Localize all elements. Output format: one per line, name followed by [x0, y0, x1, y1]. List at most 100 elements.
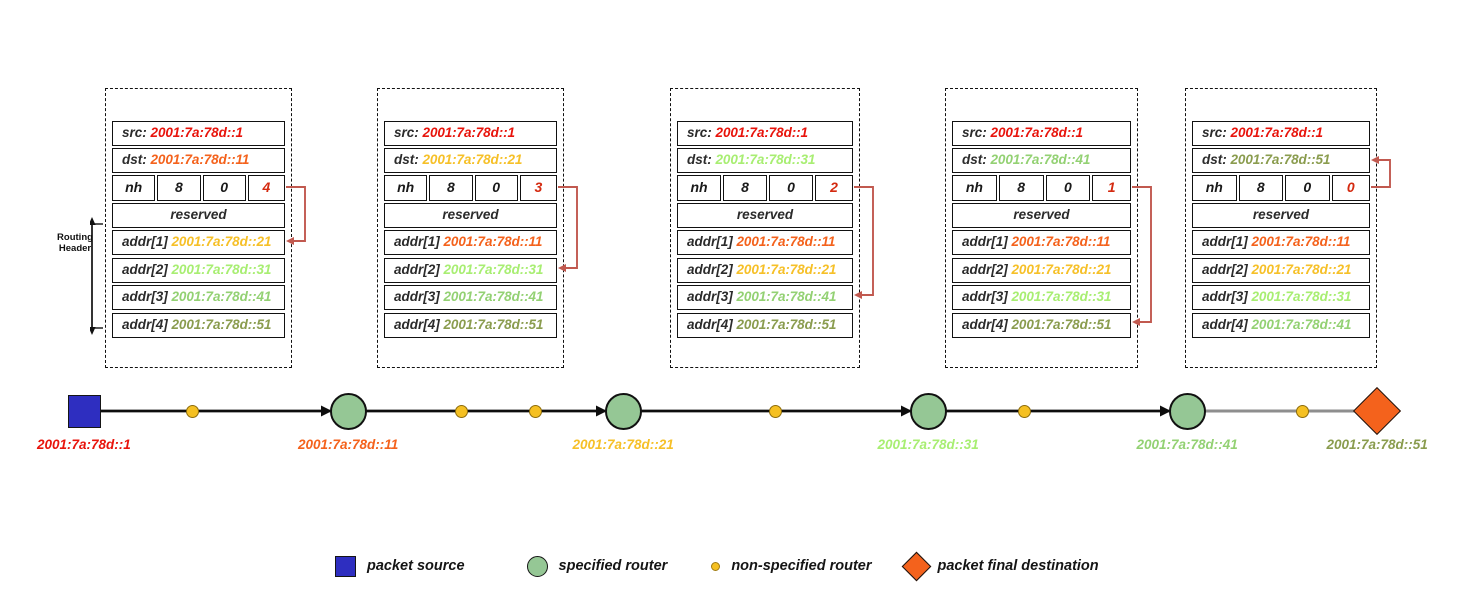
hop-arrowhead-1 [321, 405, 332, 417]
addr-field-1-2-value: 2001:7a:78d::31 [171, 261, 272, 277]
hdr-ext-len-field-1: 8 [157, 175, 201, 201]
addr-field-4-1: addr[1] 2001:7a:78d::11 [952, 230, 1131, 255]
addr-field-2-1-label: addr[1] [394, 234, 444, 249]
legend-item-square: packet source [335, 555, 465, 577]
addr-field-5-2-value: 2001:7a:78d::21 [1251, 261, 1352, 277]
legend-square-icon [335, 555, 356, 577]
src-field-3-label: src: [687, 125, 716, 140]
addr-field-4-2-value: 2001:7a:78d::21 [1011, 261, 1112, 277]
dst-field-1-value: 2001:7a:78d::11 [150, 152, 250, 167]
hdr-ext-len-field-3: 8 [723, 175, 767, 201]
addr-field-2-2: addr[2] 2001:7a:78d::31 [384, 257, 557, 283]
addr-field-5-1-value: 2001:7a:78d::11 [1251, 234, 1351, 249]
dst-field-3: dst: 2001:7a:78d::31 [677, 148, 853, 173]
addr-field-5-2-label: addr[2] [1202, 261, 1252, 277]
hop-arrowhead-3 [901, 405, 912, 417]
node-specified-router-2001:7a:78d::41 [1168, 392, 1206, 430]
src-field-5-label: src: [1202, 125, 1231, 140]
src-field-4-value: 2001:7a:78d::1 [990, 125, 1084, 140]
hop-arrowhead-4 [1160, 405, 1171, 417]
dst-field-5: dst: 2001:7a:78d::51 [1192, 148, 1370, 173]
src-field-1-label: src: [122, 125, 151, 140]
routing-header-label-line2: Header [58, 243, 92, 254]
src-field-1-value: 2001:7a:78d::1 [150, 125, 244, 140]
addr-field-1-1-label: addr[1] [122, 234, 172, 249]
routing-header-label-line1: Routing [57, 232, 93, 243]
addr-field-3-1-label: addr[1] [687, 234, 737, 249]
hop-arrowhead-2 [596, 405, 607, 417]
addr-field-1-4-label: addr[4] [122, 316, 172, 332]
addr-field-1-3: addr[3] 2001:7a:78d::41 [112, 285, 285, 310]
src-field-2-value: 2001:7a:78d::1 [422, 125, 516, 140]
dst-field-4-value: 2001:7a:78d::41 [990, 152, 1091, 167]
legend-label-circle: specified router [558, 558, 668, 574]
dst-field-5-label: dst: [1202, 152, 1231, 167]
addr-field-5-3-value: 2001:7a:78d::31 [1251, 289, 1352, 304]
addr-field-4-2: addr[2] 2001:7a:78d::21 [952, 257, 1131, 283]
addr-field-2-4-value: 2001:7a:78d::51 [443, 316, 544, 332]
dst-field-3-value: 2001:7a:78d::31 [715, 152, 816, 167]
addr-field-4-3-value: 2001:7a:78d::31 [1011, 289, 1112, 304]
src-field-5: src: 2001:7a:78d::1 [1192, 121, 1370, 146]
addr-field-1-2-label: addr[2] [122, 261, 172, 277]
addr-field-2-1-value: 2001:7a:78d::11 [443, 234, 543, 249]
addr-field-1-3-label: addr[3] [122, 289, 172, 304]
legend-circle-icon [526, 555, 548, 577]
src-field-4-label: src: [962, 125, 991, 140]
addr-field-2-3-value: 2001:7a:78d::41 [443, 289, 544, 304]
legend-label-small-circle: non-specified router [731, 558, 872, 574]
nh-field-5: nh [1192, 175, 1237, 201]
addr-field-5-1: addr[1] 2001:7a:78d::11 [1192, 230, 1370, 255]
dst-field-4: dst: 2001:7a:78d::41 [952, 148, 1131, 173]
addr-field-2-2-label: addr[2] [394, 261, 444, 277]
addr-field-3-2-value: 2001:7a:78d::21 [736, 261, 837, 277]
reserved-field-3: reserved [677, 203, 853, 228]
segments-left-field-1: 4 [247, 175, 285, 201]
addr-field-4-4-label: addr[4] [962, 316, 1012, 332]
legend-diamond-icon [901, 551, 931, 581]
nh-field-4: nh [952, 175, 997, 201]
hdr-ext-len-field-5: 8 [1238, 175, 1283, 201]
segments-left-field-2: 3 [519, 175, 557, 201]
node-label-2001:7a:78d::41: 2001:7a:78d::41 [1136, 437, 1238, 452]
dst-field-2: dst: 2001:7a:78d::21 [384, 148, 557, 173]
nh-field-1: nh [112, 175, 156, 201]
segments-left-field-5: 0 [1331, 175, 1370, 201]
addr-field-3-1-value: 2001:7a:78d::11 [736, 234, 836, 249]
addr-field-3-4: addr[4] 2001:7a:78d::51 [677, 312, 853, 338]
addr-field-3-2-label: addr[2] [687, 261, 737, 277]
routing-type-field-1: 0 [202, 175, 246, 201]
src-field-1: src: 2001:7a:78d::1 [112, 121, 285, 146]
legend-small-circle-icon [711, 561, 721, 571]
dst-field-1-label: dst: [122, 152, 151, 167]
addr-field-1-3-value: 2001:7a:78d::41 [171, 289, 272, 304]
node-specified-router-2001:7a:78d::31 [909, 392, 947, 430]
addr-field-5-4-value: 2001:7a:78d::41 [1251, 316, 1352, 332]
addr-field-5-3: addr[3] 2001:7a:78d::31 [1192, 285, 1370, 310]
dst-field-1: dst: 2001:7a:78d::11 [112, 148, 285, 173]
node-specified-router-2001:7a:78d::11 [329, 392, 367, 430]
node-label-2001:7a:78d::11: 2001:7a:78d::11 [298, 437, 399, 452]
dst-field-2-value: 2001:7a:78d::21 [422, 152, 523, 167]
addr-field-3-3: addr[3] 2001:7a:78d::41 [677, 285, 853, 310]
reserved-field-5: reserved [1192, 203, 1370, 228]
node-non-specified-router-3 [454, 404, 468, 418]
node-non-specified-router-10 [1295, 404, 1309, 418]
routing-type-field-2: 0 [474, 175, 518, 201]
node-packet-source [67, 394, 101, 428]
addr-field-4-1-value: 2001:7a:78d::11 [1011, 234, 1111, 249]
routing-type-field-3: 0 [769, 175, 813, 201]
routing-type-field-5: 0 [1285, 175, 1330, 201]
addr-field-3-4-label: addr[4] [687, 316, 737, 332]
